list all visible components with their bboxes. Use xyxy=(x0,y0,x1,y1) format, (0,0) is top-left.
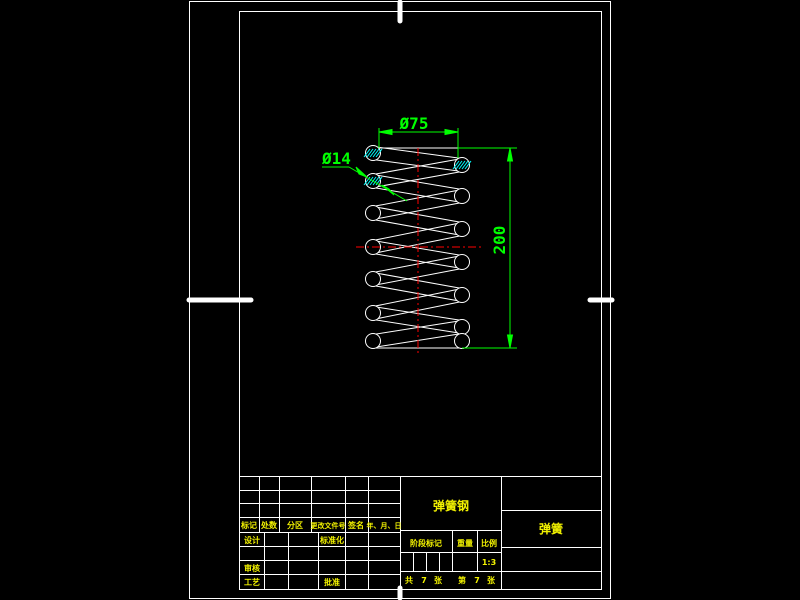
label-design: 设计 xyxy=(244,535,260,545)
label-stage-mark: 阶段标记 xyxy=(410,538,442,548)
coil-stroke xyxy=(372,171,463,188)
label-sheet-no: 第 xyxy=(458,575,466,585)
wire-leader-arrow-1 xyxy=(355,166,368,178)
od-arrow-left xyxy=(378,128,393,136)
od-arrow-right xyxy=(444,128,459,136)
wire-section-left xyxy=(365,205,381,221)
label-count: 处数 xyxy=(260,520,278,530)
hatch-line xyxy=(455,160,463,170)
label-total: 共 xyxy=(405,575,413,585)
wire-diameter-label: Ø14 xyxy=(321,149,351,168)
hatch-line xyxy=(461,160,469,170)
label-mark: 标记 xyxy=(240,520,257,530)
hatch-line xyxy=(458,160,466,170)
wire-section-right xyxy=(454,254,470,270)
material-label: 弹簧钢 xyxy=(433,498,469,513)
hatch-line xyxy=(375,148,383,158)
inner-frame xyxy=(239,11,602,590)
dimensions: Ø75 Ø14 200 xyxy=(321,114,517,349)
wire-section-right xyxy=(454,319,470,335)
hatch-line xyxy=(366,148,374,158)
hatch-line xyxy=(369,148,377,158)
wire-section-left xyxy=(365,333,381,349)
wire-section-right xyxy=(454,333,470,349)
label-sheet: 张 xyxy=(487,576,496,585)
label-weight: 重量 xyxy=(457,538,473,548)
part-name-label: 弹簧 xyxy=(539,521,563,536)
hatch-line xyxy=(372,148,380,158)
label-approve: 批准 xyxy=(324,577,340,587)
wire-section-left xyxy=(365,305,381,321)
label-zone: 分区 xyxy=(287,520,303,530)
hatch-line xyxy=(452,160,460,170)
outer-diameter-label: Ø75 xyxy=(399,114,429,133)
label-standardize: 标准化 xyxy=(319,535,344,545)
total-count: 7 xyxy=(421,576,427,585)
label-scale: 比例 xyxy=(481,538,497,548)
hatch-line xyxy=(464,160,472,170)
len-arrow-bottom xyxy=(506,334,514,349)
hatch-line xyxy=(372,176,380,186)
label-signature: 签名 xyxy=(347,520,364,530)
wire-section-right xyxy=(454,221,470,237)
coil-stroke xyxy=(372,202,463,220)
wire-leader-arrow-2 xyxy=(381,184,395,196)
coil-stroke xyxy=(372,219,463,236)
wire-section-right xyxy=(454,188,470,204)
centerlines xyxy=(356,148,482,356)
scale-value: 1:3 xyxy=(482,558,496,567)
hatch-line xyxy=(366,176,374,186)
label-process: 工艺 xyxy=(244,577,260,587)
title-block xyxy=(239,476,602,590)
free-length-label: 200 xyxy=(490,226,509,255)
label-date: 年、月、日 xyxy=(367,521,402,530)
title-block-texts: 弹簧钢 弹簧 标记 处数 分区 更改文件号 签名 年、月、日 设计 标准化 审核… xyxy=(240,498,563,587)
len-arrow-top xyxy=(506,147,514,162)
label-change-doc: 更改文件号 xyxy=(311,521,346,530)
sheet-count: 7 xyxy=(474,576,480,585)
label-sheets: 张 xyxy=(434,576,443,585)
label-review: 审核 xyxy=(244,563,260,573)
wire-section-left xyxy=(365,271,381,287)
title-block-frame xyxy=(239,476,602,590)
wire-section-right xyxy=(454,287,470,303)
hatch-line xyxy=(363,148,371,158)
